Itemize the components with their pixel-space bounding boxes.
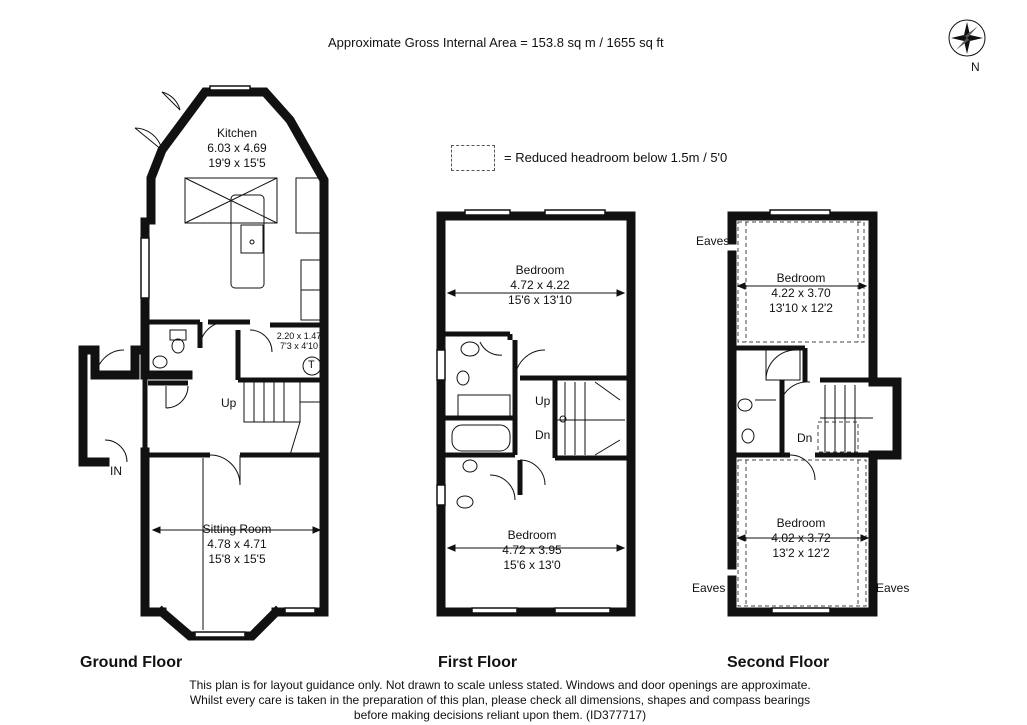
ff-bed2-name: Bedroom — [507, 528, 557, 542]
second-floor-title: Second Floor — [727, 654, 830, 671]
sf-stairs-down-label: Dn — [797, 431, 813, 445]
legend-text: = Reduced headroom below 1.5m / 5'0 — [504, 150, 728, 165]
second-floor-plan — [727, 209, 902, 617]
kitchen-name: Kitchen — [216, 126, 258, 140]
ff-bed1-imperial: 15'6 x 13'10 — [508, 293, 572, 307]
ff-bed2-metric: 4.72 x 3.95 — [502, 543, 562, 557]
sf-bed1-imperial: 13'10 x 12'2 — [769, 301, 833, 315]
sf-bed1-name: Bedroom — [776, 271, 826, 285]
sf-bedroom-2-label: Bedroom 4.02 x 3.72 13'2 x 12'2 — [771, 516, 830, 561]
sitting-room-label: Sitting Room 4.78 x 4.71 15'8 x 15'5 — [203, 522, 272, 567]
ff-stairs-up-label: Up — [535, 394, 551, 408]
disclaimer-line-3: before making decisions reliant upon the… — [353, 708, 647, 722]
ff-stairs-down-label: Dn — [535, 428, 551, 442]
entrance-in-label: IN — [110, 464, 122, 478]
kitchen-metric: 6.03 x 4.69 — [207, 141, 267, 155]
ff-bed2-imperial: 15'6 x 13'0 — [503, 558, 561, 572]
ff-bedroom-1-label: Bedroom 4.72 x 4.22 15'6 x 13'10 — [508, 263, 572, 308]
ff-bed1-metric: 4.72 x 4.22 — [510, 278, 570, 292]
gf-stairs-up-label: Up — [221, 396, 237, 410]
disclaimer-line-1: This plan is for layout guidance only. N… — [189, 678, 811, 692]
ff-bed1-name: Bedroom — [515, 263, 565, 277]
sitting-name: Sitting Room — [202, 522, 272, 536]
store-metric: 2.20 x 1.47 — [276, 331, 322, 341]
disclaimer-line-2: Whilst every care is taken in the prepar… — [189, 693, 811, 707]
compass-rose-icon — [948, 19, 986, 57]
sitting-metric: 4.78 x 4.71 — [207, 537, 267, 551]
kitchen-label: Kitchen 6.03 x 4.69 19'9 x 15'5 — [207, 126, 266, 171]
tank-label: T — [308, 359, 315, 371]
gross-area-label: Approximate Gross Internal Area = 153.8 … — [328, 35, 664, 50]
store-label: 2.20 x 1.47 7'3 x 4'10 — [277, 331, 322, 351]
sitting-imperial: 15'8 x 15'5 — [208, 552, 266, 566]
ground-floor-title: Ground Floor — [80, 654, 183, 671]
ff-bedroom-2-label: Bedroom 4.72 x 3.95 15'6 x 13'0 — [502, 528, 561, 573]
sf-bedroom-1-label: Bedroom 4.22 x 3.70 13'10 x 12'2 — [769, 271, 833, 316]
eaves-label-top: Eaves — [696, 234, 730, 248]
first-floor-title: First Floor — [438, 654, 518, 671]
store-imperial: 7'3 x 4'10 — [280, 341, 318, 351]
ground-floor-plan — [78, 85, 329, 641]
sf-bed2-imperial: 13'2 x 12'2 — [772, 546, 830, 560]
eaves-label-right: Eaves — [876, 581, 910, 595]
sf-bed2-name: Bedroom — [776, 516, 826, 530]
north-label: N — [971, 60, 980, 74]
first-floor-plan — [436, 209, 636, 617]
kitchen-imperial: 19'9 x 15'5 — [208, 156, 266, 170]
sf-bed1-metric: 4.22 x 3.70 — [771, 286, 831, 300]
eaves-label-left: Eaves — [692, 581, 726, 595]
reduced-headroom-legend-swatch — [451, 145, 495, 171]
sf-bed2-metric: 4.02 x 3.72 — [771, 531, 831, 545]
